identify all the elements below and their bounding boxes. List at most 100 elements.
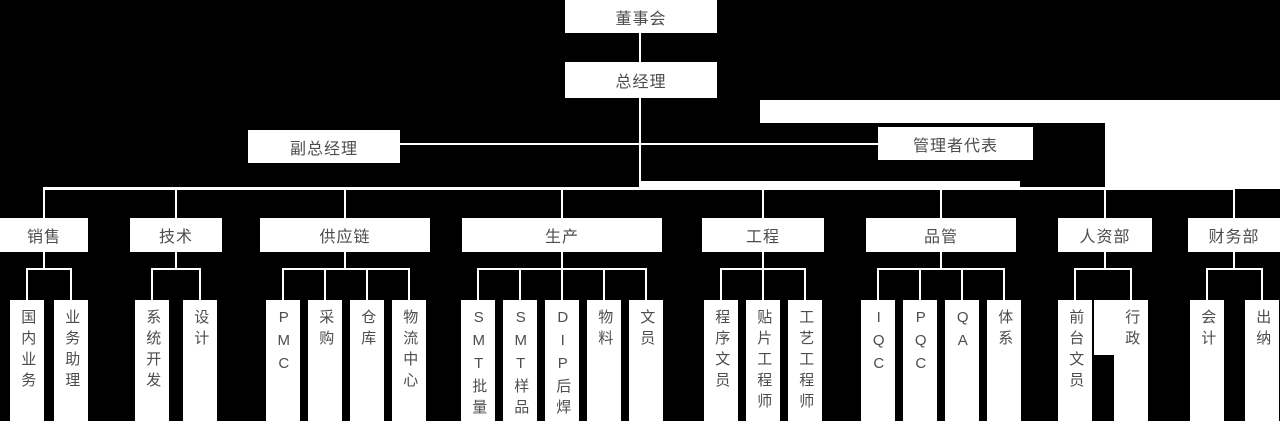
filler-artifact — [1094, 300, 1114, 355]
connector-line — [762, 252, 764, 268]
leaf-node: 体系 — [987, 300, 1021, 421]
leaf-node-label: 文员 — [638, 309, 656, 351]
leaf-node: 系统开发 — [135, 300, 169, 421]
connector-line — [282, 270, 284, 300]
connector-line — [26, 270, 28, 300]
leaf-node-label: 物料 — [596, 309, 614, 351]
connector-line — [151, 270, 153, 300]
leaf-node-label: 前台文员 — [1067, 309, 1085, 393]
dept-node: 工程 — [702, 218, 824, 252]
leaf-node-label: QA — [954, 309, 972, 355]
connector-line — [645, 270, 647, 300]
leaf-node: 采购 — [308, 300, 342, 421]
connector-line — [720, 268, 806, 270]
leaf-node: 物流中心 — [392, 300, 426, 421]
leaf-node-label: 体系 — [996, 309, 1014, 351]
leaf-node-label: 贴片工程师 — [755, 309, 773, 414]
connector-line — [175, 189, 177, 218]
node-board-of-directors: 董事会 — [565, 0, 717, 33]
connector-line — [1074, 270, 1076, 300]
dept-node: 供应链 — [260, 218, 430, 252]
leaf-node: 行政 — [1114, 300, 1148, 421]
leaf-node: 程序文员 — [704, 300, 738, 421]
connector-line — [561, 252, 563, 268]
connector-line — [175, 252, 177, 268]
leaf-node-label: PQC — [912, 309, 930, 378]
filler-artifact — [1105, 123, 1280, 189]
connector-line — [1206, 270, 1208, 300]
leaf-node-label: 出纳 — [1254, 309, 1272, 351]
connector-line — [1233, 189, 1235, 218]
connector-line — [1074, 268, 1132, 270]
connector-line — [1130, 270, 1132, 300]
dept-node: 技术 — [130, 218, 222, 252]
leaf-node-label: IQC — [870, 309, 888, 378]
connector-line — [940, 189, 942, 218]
connector-line — [1104, 252, 1106, 268]
connector-line — [344, 189, 346, 218]
leaf-node-label: PMC — [275, 309, 293, 378]
connector-line — [151, 268, 201, 270]
connector-line — [961, 270, 963, 300]
leaf-node: SMT样品 — [503, 300, 537, 421]
connector-line — [762, 270, 764, 300]
connector-line — [877, 268, 1005, 270]
connector-line — [400, 143, 878, 145]
leaf-node-label: SMT样品 — [512, 309, 530, 420]
leaf-node: 物料 — [587, 300, 621, 421]
dept-node: 生产 — [462, 218, 662, 252]
connector-line — [26, 268, 72, 270]
leaf-node: 工艺工程师 — [788, 300, 822, 421]
leaf-node: 会计 — [1190, 300, 1224, 421]
connector-line — [877, 270, 879, 300]
leaf-node: 文员 — [629, 300, 663, 421]
connector-line — [762, 189, 764, 218]
connector-line — [1206, 268, 1263, 270]
dept-node: 品管 — [866, 218, 1016, 252]
leaf-node-label: DIP后焊 — [554, 309, 572, 420]
leaf-node: 国内业务 — [10, 300, 44, 421]
node-management-representative: 管理者代表 — [878, 127, 1033, 160]
leaf-node-label: 物流中心 — [401, 309, 419, 393]
connector-line — [561, 189, 563, 218]
connector-line — [324, 270, 326, 300]
leaf-node: 仓库 — [350, 300, 384, 421]
connector-line — [720, 270, 722, 300]
connector-bus — [43, 187, 1235, 190]
leaf-node-label: 行政 — [1123, 309, 1141, 351]
leaf-node: 业务助理 — [54, 300, 88, 421]
connector-line — [366, 270, 368, 300]
leaf-node: PQC — [903, 300, 937, 421]
connector-line — [43, 189, 45, 218]
leaf-node-label: 业务助理 — [63, 309, 81, 393]
node-deputy-general-manager: 副总经理 — [248, 130, 400, 163]
leaf-node: 设计 — [183, 300, 217, 421]
leaf-node-label: 国内业务 — [19, 309, 37, 393]
connector-line — [1003, 270, 1005, 300]
connector-line — [477, 268, 647, 270]
connector-line — [603, 270, 605, 300]
connector-line — [804, 270, 806, 300]
connector-line — [940, 252, 942, 268]
leaf-node: IQC — [861, 300, 895, 421]
leaf-node: SMT批量 — [461, 300, 495, 421]
connector-line — [477, 270, 479, 300]
leaf-node-label: 程序文员 — [713, 309, 731, 393]
leaf-node-label: 会计 — [1199, 309, 1217, 351]
node-general-manager: 总经理 — [565, 62, 717, 98]
leaf-node: PMC — [266, 300, 300, 421]
leaf-node: 出纳 — [1245, 300, 1279, 421]
leaf-node: QA — [945, 300, 979, 421]
connector-line — [199, 270, 201, 300]
connector-line — [919, 270, 921, 300]
dept-node: 销售 — [0, 218, 88, 252]
connector-line — [1261, 270, 1263, 300]
leaf-node-label: 设计 — [192, 309, 210, 351]
connector-line — [43, 252, 45, 268]
leaf-node-label: 工艺工程师 — [797, 309, 815, 414]
connector-line — [639, 33, 641, 62]
connector-line — [344, 252, 346, 268]
connector-line — [561, 270, 563, 300]
connector-line — [1233, 252, 1235, 268]
